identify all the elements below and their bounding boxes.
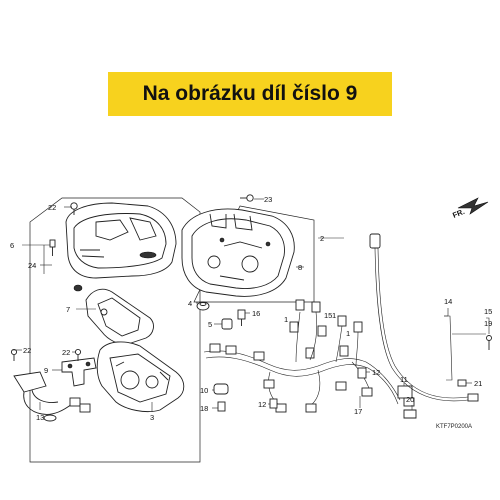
- callout-15a: 15: [324, 311, 332, 320]
- callout-20: 20: [406, 395, 414, 404]
- callout-5: 5: [208, 320, 212, 329]
- bolt-19[interactable]: [486, 335, 492, 351]
- callout-19: 19: [484, 319, 492, 328]
- callout-9: 9: [44, 366, 48, 375]
- banner-text: Na obrázku díl číslo 9: [142, 82, 358, 105]
- callout-21: 21: [474, 379, 482, 388]
- callout-3: 3: [150, 413, 154, 422]
- callout-22b: 22: [23, 346, 31, 355]
- callout-labels: 22 6 24 7 22 22 9 13 3 23 2 8 4 5 16 15 …: [10, 195, 492, 430]
- clip-20[interactable]: [403, 409, 417, 419]
- bulb-sockets-15[interactable]: [289, 299, 363, 359]
- screw-12-lower[interactable]: [269, 398, 278, 409]
- callout-6: 6: [10, 241, 14, 250]
- meter-cover-group-frame: [29, 197, 201, 463]
- grommet-4[interactable]: [196, 301, 210, 311]
- screw-18[interactable]: [217, 401, 226, 412]
- callout-22c: 22: [62, 348, 70, 357]
- screw-24[interactable]: [49, 239, 56, 256]
- callout-12b: 12: [372, 368, 380, 377]
- callout-4: 4: [188, 299, 192, 308]
- screw-16[interactable]: [237, 309, 246, 326]
- callout-1c: 1: [346, 329, 350, 338]
- callout-23: 23: [264, 195, 272, 204]
- leader-lines: [12, 198, 490, 412]
- cable-14[interactable]: [444, 315, 486, 381]
- meter-panel-part[interactable]: [85, 288, 154, 345]
- screw-22-top[interactable]: [70, 202, 78, 215]
- bracket-part-9[interactable]: [61, 357, 97, 387]
- callout-8: 8: [298, 263, 302, 272]
- grommet-5[interactable]: [221, 318, 233, 330]
- meter-upper-cover-part[interactable]: [65, 202, 177, 279]
- drawing-code: KTF7P0200A: [436, 424, 472, 430]
- connector-harness-13[interactable]: [13, 371, 91, 422]
- clamp-10[interactable]: [213, 383, 229, 395]
- callout-11: 11: [400, 375, 408, 384]
- title-banner: Na obrázku díl číslo 9: [108, 72, 392, 116]
- wire-harness-17[interactable]: [203, 311, 401, 413]
- callout-12a: 12: [258, 400, 266, 409]
- callout-1b: 1: [332, 311, 336, 320]
- screw-22-mid[interactable]: [74, 348, 82, 361]
- callout-15b: 15: [484, 307, 492, 316]
- direction-label: FR.: [451, 207, 466, 220]
- callout-1a: 1: [284, 315, 288, 324]
- callout-13: 13: [36, 413, 44, 422]
- callout-16: 16: [252, 309, 260, 318]
- connector-block-11[interactable]: [397, 385, 415, 407]
- screw-23[interactable]: [240, 194, 254, 202]
- callout-22a: 22: [48, 203, 56, 212]
- speedometer-cable-2[interactable]: [369, 233, 479, 402]
- screw-22-left[interactable]: [10, 348, 18, 361]
- callout-24: 24: [28, 261, 36, 270]
- callout-10: 10: [200, 386, 208, 395]
- meter-body-part[interactable]: [181, 208, 295, 297]
- callout-18: 18: [200, 404, 208, 413]
- grommet-small[interactable]: [73, 284, 83, 292]
- bolt-21[interactable]: [457, 379, 467, 387]
- callout-14: 14: [444, 297, 452, 306]
- callout-2: 2: [320, 234, 324, 243]
- callout-17: 17: [354, 407, 362, 416]
- meter-lower-case-part[interactable]: [96, 341, 185, 413]
- connector-12[interactable]: [357, 367, 367, 379]
- front-direction-arrow: FR.: [451, 197, 489, 220]
- callout-7: 7: [66, 305, 70, 314]
